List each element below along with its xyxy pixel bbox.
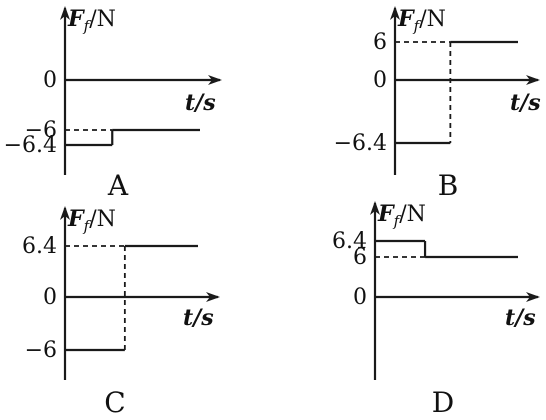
y-axis-label: Ff/N [67,6,116,35]
x-axis-label: t/s [505,305,536,331]
y-axis-label-main: F [67,206,85,232]
y-tick-label: −6.4 [4,133,57,158]
y-tick-label: 6 [373,30,387,55]
y-tick-label: −6.4 [334,131,387,156]
chart-panel-d: Ff/N t/s 6.46 0D [332,201,540,419]
y-axis-label-main: F [397,6,415,32]
y-axis-label: Ff/N [67,206,116,235]
y-tick-label: 0 [43,68,57,93]
y-axis-label-unit: /N [399,202,426,227]
y-axis-label-sub: f [413,17,422,35]
y-axis-label-sub: f [83,217,92,235]
y-tick-label: 6.4 [332,229,367,254]
panel-label: B [438,169,459,202]
y-tick-label: 6.4 [22,234,57,259]
y-tick-label: 0 [373,68,387,93]
y-axis-label-unit: /N [89,7,116,32]
y-axis-label-unit: /N [89,207,116,232]
y-tick-label: −6 [25,338,57,363]
y-tick-label: 0 [43,285,57,310]
panel-label: D [432,386,454,419]
y-tick-label: 0 [353,285,367,310]
y-axis-label: Ff/N [377,201,426,230]
y-axis-label-sub: f [83,17,92,35]
y-axis-label-main: F [67,6,85,32]
y-axis-label-sub: f [393,212,402,230]
chart-panel-c: Ff/N t/s 6.4 0 −6C [22,206,220,419]
panel-label: C [104,386,125,419]
y-tick-label: 6 [353,245,367,270]
y-axis-label-unit: /N [419,7,446,32]
y-axis-label-main: F [377,201,395,227]
x-axis-label: t/s [510,90,541,116]
x-axis-label: t/s [185,90,216,116]
x-axis-label: t/s [183,305,214,331]
chart-panel-a: Ff/N t/s 0 −6−6.4A [4,6,222,202]
y-axis-label: Ff/N [397,6,446,35]
y-tick-label: −6 [25,118,57,143]
panel-label: A [107,169,129,202]
chart-panel-b: Ff/N t/s 6 0 −6.4B [334,6,541,202]
